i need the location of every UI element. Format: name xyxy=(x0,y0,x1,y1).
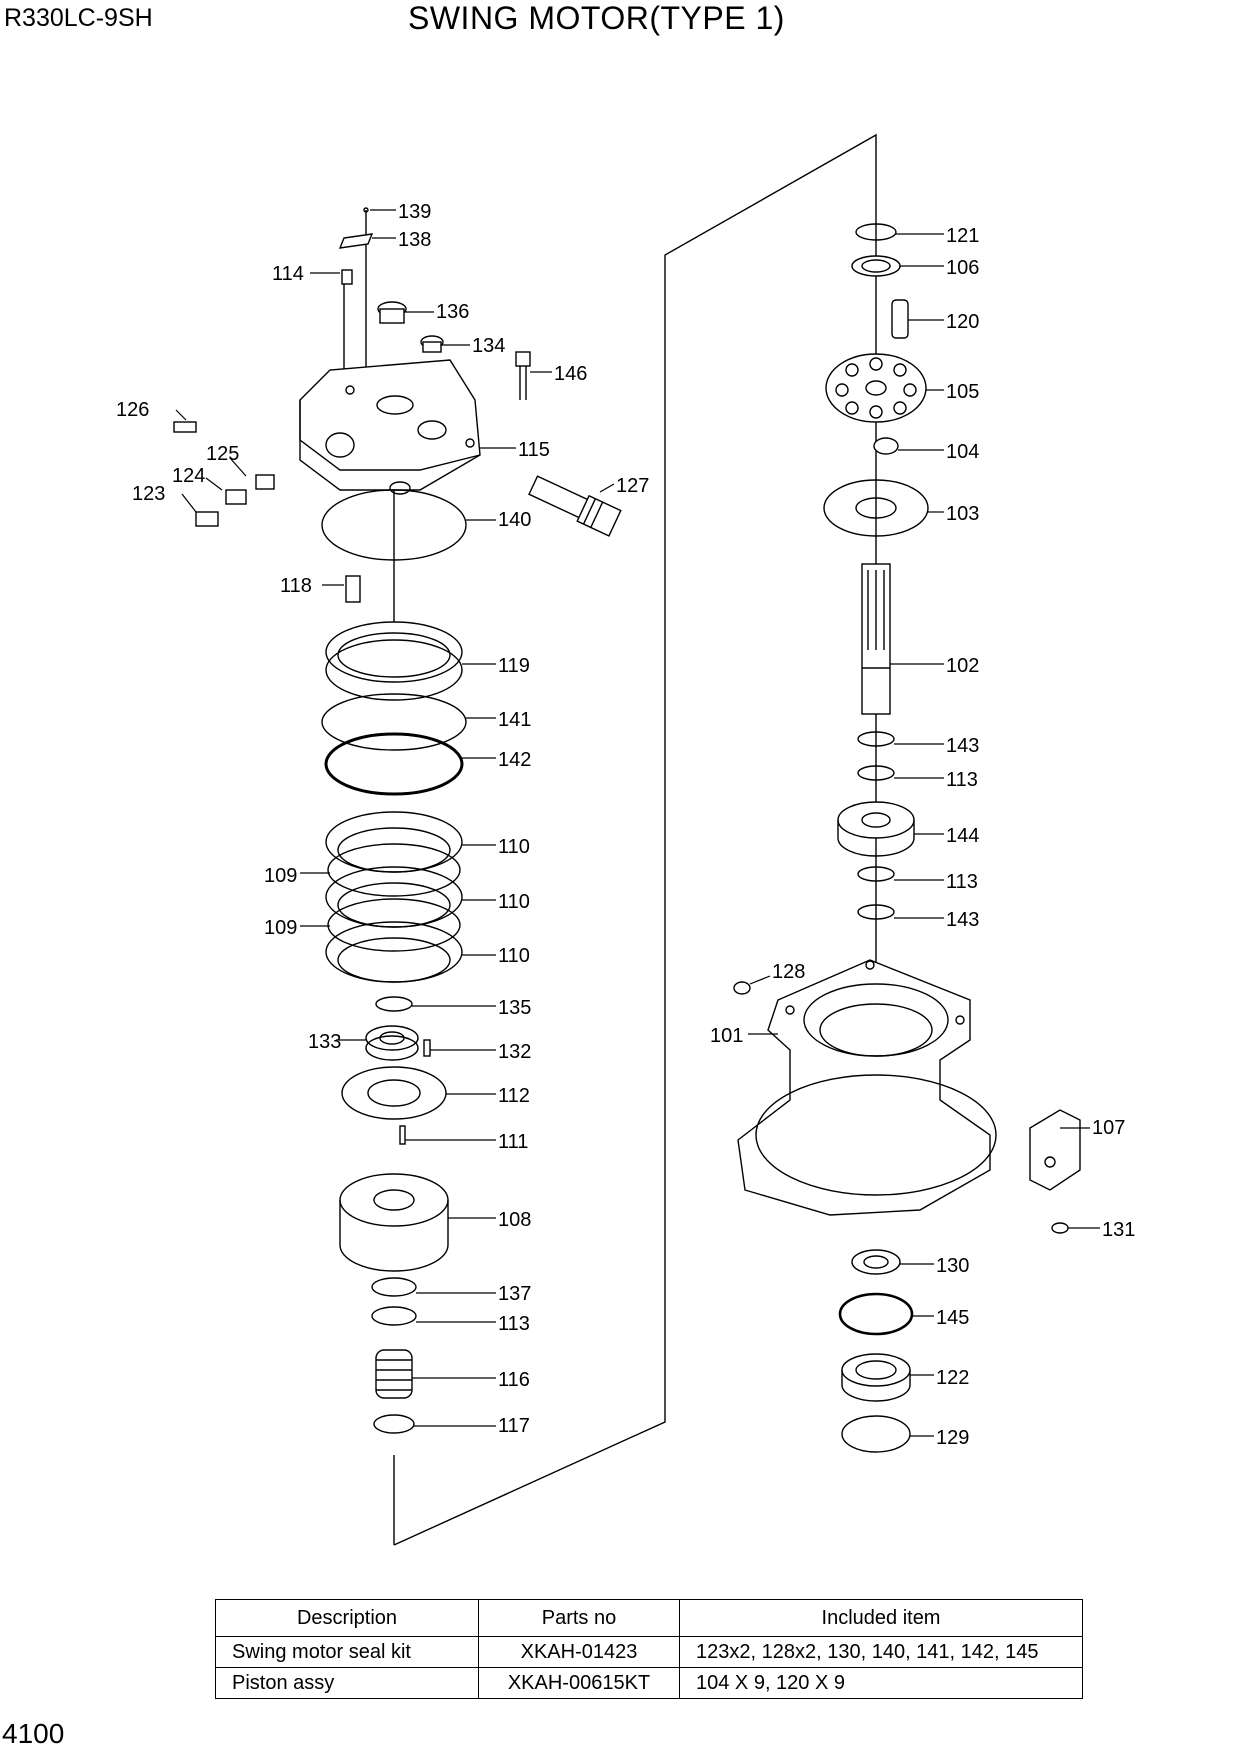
callout: 113 xyxy=(946,871,978,893)
callout: 130 xyxy=(936,1255,969,1277)
callout: 114 xyxy=(272,263,304,285)
callout: 141 xyxy=(498,709,531,731)
callout: 129 xyxy=(936,1427,969,1449)
callout: 142 xyxy=(498,749,531,771)
callout: 102 xyxy=(946,655,979,677)
callout: 140 xyxy=(498,509,531,531)
callout: 118 xyxy=(280,575,312,597)
row-parts-no: XKAH-01423 xyxy=(478,1636,680,1668)
callout: 145 xyxy=(936,1307,969,1329)
callout: 127 xyxy=(616,475,649,497)
callout: 134 xyxy=(472,335,505,357)
callout: 117 xyxy=(498,1415,530,1437)
row-description: Piston assy xyxy=(215,1667,479,1699)
table-row: Swing motor seal kit XKAH-01423 123x2, 1… xyxy=(215,1636,1083,1668)
callout: 112 xyxy=(498,1085,530,1107)
callout: 139 xyxy=(398,201,431,223)
callout-labels: 139 138 114 136 134 146 126 115 125 124 … xyxy=(116,201,1135,1449)
model-code: R330LC-9SH xyxy=(4,4,153,32)
callout: 119 xyxy=(498,655,530,677)
row-included-item: 104 X 9, 120 X 9 xyxy=(679,1667,1083,1699)
casing-part xyxy=(737,959,997,1216)
callout: 126 xyxy=(116,399,149,421)
row-description: Swing motor seal kit xyxy=(215,1636,479,1668)
callout: 115 xyxy=(518,439,550,461)
page-title: SWING MOTOR(TYPE 1) xyxy=(408,0,785,36)
callout: 146 xyxy=(554,363,587,385)
page-number: 4100 xyxy=(2,1718,65,1749)
callout: 107 xyxy=(1092,1117,1125,1139)
callout: 108 xyxy=(498,1209,531,1231)
callout: 132 xyxy=(498,1041,531,1063)
callout: 138 xyxy=(398,229,431,251)
assembly-boundary xyxy=(393,133,877,1546)
callout: 109 xyxy=(264,917,297,939)
callout: 109 xyxy=(264,865,297,887)
seal-kit-table: Description Parts no Included item Swing… xyxy=(215,1599,1083,1699)
callout: 125 xyxy=(206,443,239,465)
callout: 123 xyxy=(132,483,165,505)
column-header-included-item: Included item xyxy=(679,1599,1083,1637)
column-header-description: Description xyxy=(215,1599,479,1637)
callout: 135 xyxy=(498,997,531,1019)
callout: 113 xyxy=(946,769,978,791)
column-header-parts-no: Parts no xyxy=(478,1599,680,1637)
callout: 144 xyxy=(946,825,979,847)
callout: 128 xyxy=(772,961,805,983)
table-header-row: Description Parts no Included item xyxy=(215,1599,1083,1637)
callout: 111 xyxy=(498,1131,528,1153)
callout: 110 xyxy=(498,891,530,913)
callout: 110 xyxy=(498,836,530,858)
callout: 133 xyxy=(308,1031,341,1053)
callout: 137 xyxy=(498,1283,531,1305)
callout: 124 xyxy=(172,465,205,487)
callout: 113 xyxy=(498,1313,530,1335)
callout: 104 xyxy=(946,441,979,463)
callout: 122 xyxy=(936,1367,969,1389)
valve-cover-part xyxy=(299,359,481,495)
row-parts-no: XKAH-00615KT xyxy=(478,1667,680,1699)
callout: 105 xyxy=(946,381,979,403)
callout: 116 xyxy=(498,1369,530,1391)
callout: 121 xyxy=(946,225,979,247)
callout: 103 xyxy=(946,503,979,525)
row-included-item: 123x2, 128x2, 130, 140, 141, 142, 145 xyxy=(679,1636,1083,1668)
callout: 120 xyxy=(946,311,979,333)
callout: 101 xyxy=(710,1025,743,1047)
callout: 136 xyxy=(436,301,469,323)
callout: 106 xyxy=(946,257,979,279)
table-row: Piston assy XKAH-00615KT 104 X 9, 120 X … xyxy=(215,1667,1083,1699)
callout: 143 xyxy=(946,909,979,931)
callout: 110 xyxy=(498,945,530,967)
callout: 131 xyxy=(1102,1219,1135,1241)
callout: 143 xyxy=(946,735,979,757)
